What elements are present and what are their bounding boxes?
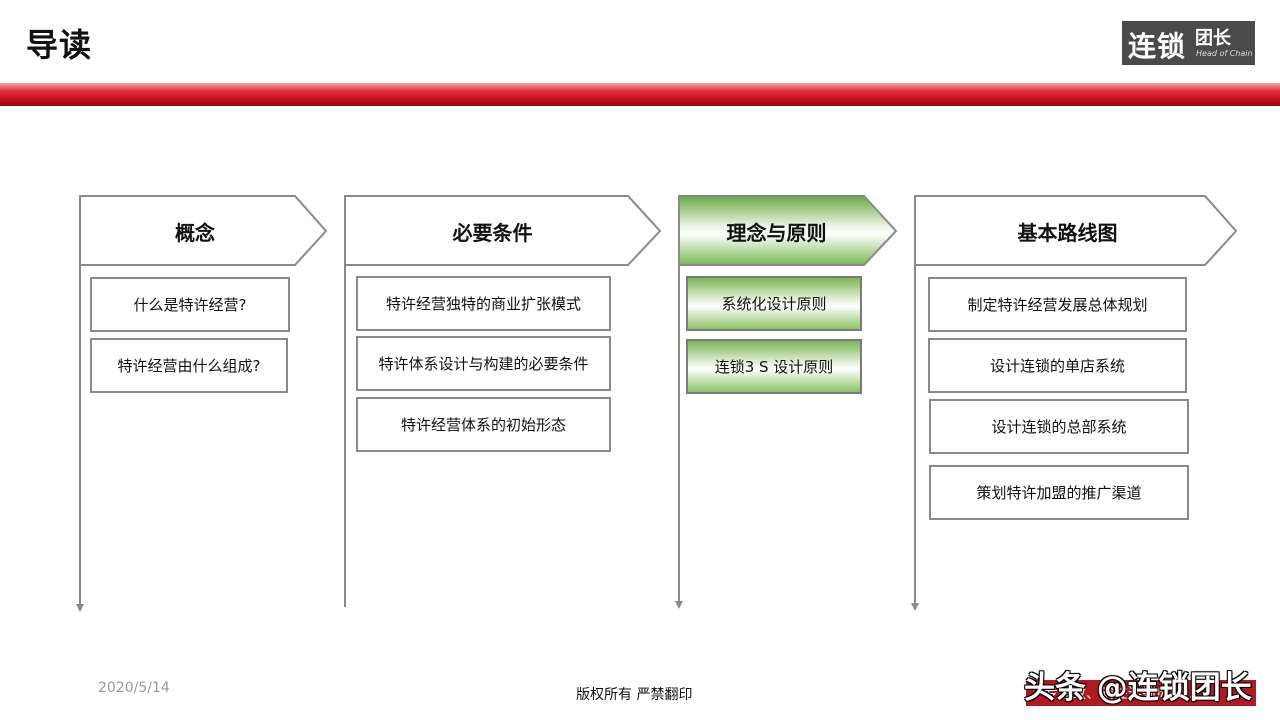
column-header-arrow-1: [79, 195, 328, 266]
list-item: 制定特许经营发展总体规划: [928, 277, 1187, 332]
footer-date: 2020/5/14: [98, 680, 170, 696]
watermark-subtext: 专注致、安注连锁你要...: [1044, 686, 1198, 702]
column-header-arrow-4: [914, 195, 1238, 266]
watermark-text: 头条 @连锁团长: [1024, 670, 1252, 706]
list-item: 特许经营独特的商业扩张模式: [356, 276, 611, 331]
logo-side-text: 团长: [1195, 28, 1231, 49]
column-header-roadmap: 基本路线图: [1017, 220, 1118, 245]
logo-main-text: 连锁: [1128, 30, 1187, 63]
footer-copyright: 版权所有 严禁翻印: [576, 687, 693, 703]
list-item: 系统化设计原则: [686, 276, 862, 331]
list-item: 设计连锁的单店系统: [928, 338, 1187, 393]
column-arrowhead-1: [76, 604, 84, 612]
list-item: 什么是特许经营?: [90, 277, 290, 332]
list-item: 策划特许加盟的推广渠道: [929, 465, 1189, 520]
column-header-concept: 概念: [175, 220, 215, 245]
page-title: 导读: [26, 26, 93, 64]
red-header-band: [0, 83, 1280, 106]
column-header-principles: 理念与原则: [726, 220, 827, 245]
list-item: 连锁3 S 设计原则: [686, 339, 862, 394]
list-item: 设计连锁的总部系统: [929, 399, 1189, 454]
column-arrowhead-3: [675, 601, 683, 609]
logo-english-text: Head of Chain: [1196, 49, 1253, 58]
list-item: 特许体系设计与构建的必要条件: [356, 336, 611, 391]
column-arrowhead-4: [911, 603, 919, 611]
column-header-arrow-3: [678, 195, 898, 266]
column-header-conditions: 必要条件: [452, 220, 533, 245]
list-item: 特许经营体系的初始形态: [356, 397, 611, 452]
watermark-bar: [1026, 680, 1256, 706]
column-header-arrow-2: [344, 195, 662, 266]
brand-logo: 连锁 团长 Head of Chain: [1122, 21, 1255, 65]
list-item: 特许经营由什么组成?: [90, 338, 288, 393]
